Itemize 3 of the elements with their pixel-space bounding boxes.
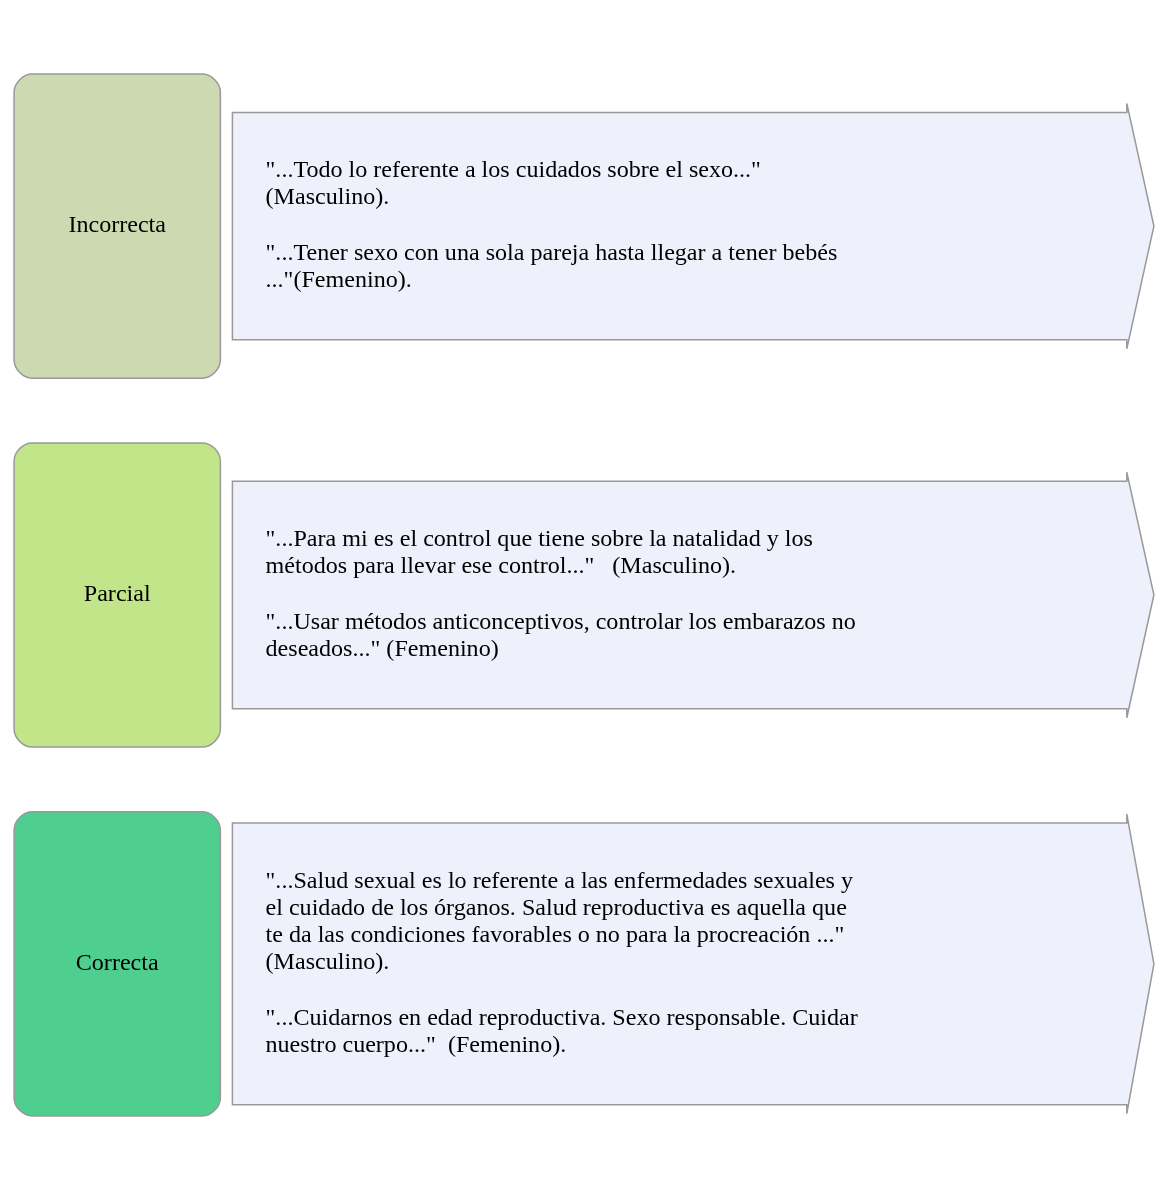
node-box: Correcta: [13, 811, 222, 1117]
node-box: Parcial: [13, 442, 222, 748]
node-box: Incorrecta: [13, 73, 222, 379]
